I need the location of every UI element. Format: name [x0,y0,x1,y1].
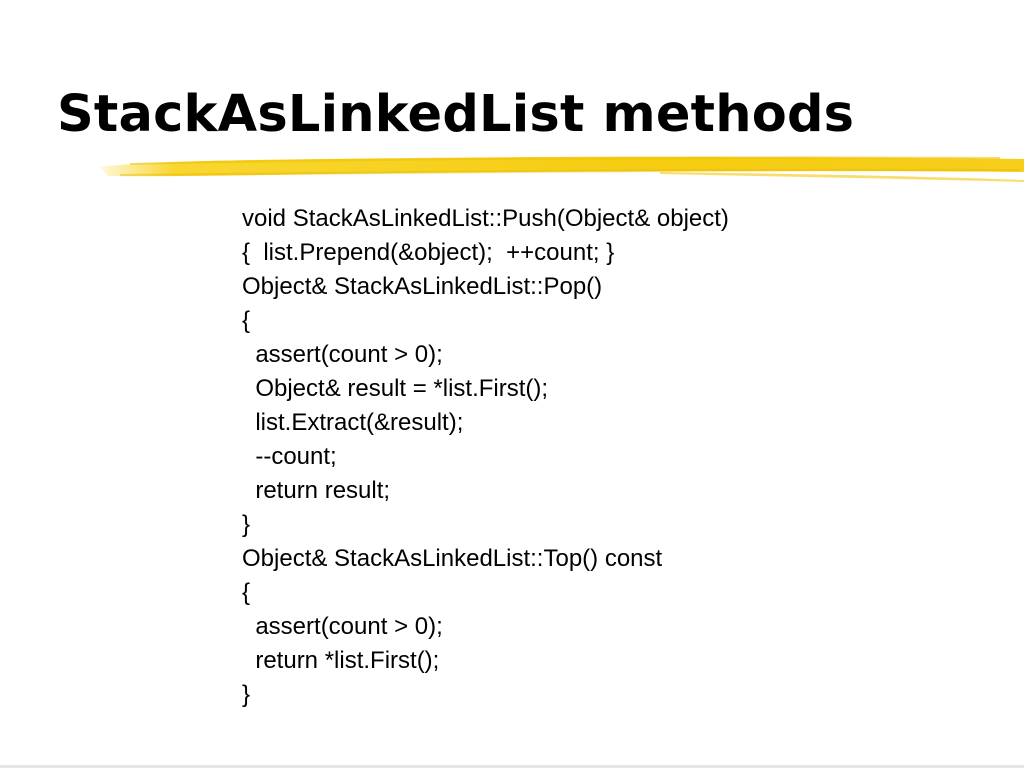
code-line: assert(count > 0); [242,341,443,368]
title-underline-brushstroke [100,156,1024,182]
code-line: { [242,307,251,334]
code-line: assert(count > 0); [242,613,443,640]
code-line: return *list.First(); [242,647,440,674]
code-line: { list.Prepend(&object); ++count; } [242,239,615,266]
brushstroke-lower-streak [120,168,1020,176]
slide-title: StackAsLinkedList methods [57,85,855,144]
code-line: } [242,511,251,538]
bottom-divider [0,765,1024,768]
code-line: Object& StackAsLinkedList::Pop() [242,273,603,300]
code-line: Object& result = *list.First(); [242,375,549,402]
brushstroke-tail [660,172,1024,182]
code-line: } [242,681,251,708]
code-line: { [242,579,251,606]
code-line: return result; [242,477,391,504]
code-line: list.Extract(&result); [242,409,464,436]
code-line: void StackAsLinkedList::Push(Object& obj… [242,205,729,232]
code-line: --count; [242,443,337,470]
code-listing: void StackAsLinkedList::Push(Object& obj… [242,202,729,712]
brushstroke-main [100,157,1024,177]
code-line: Object& StackAsLinkedList::Top() const [242,545,663,572]
brushstroke-upper-streak [130,156,1000,165]
